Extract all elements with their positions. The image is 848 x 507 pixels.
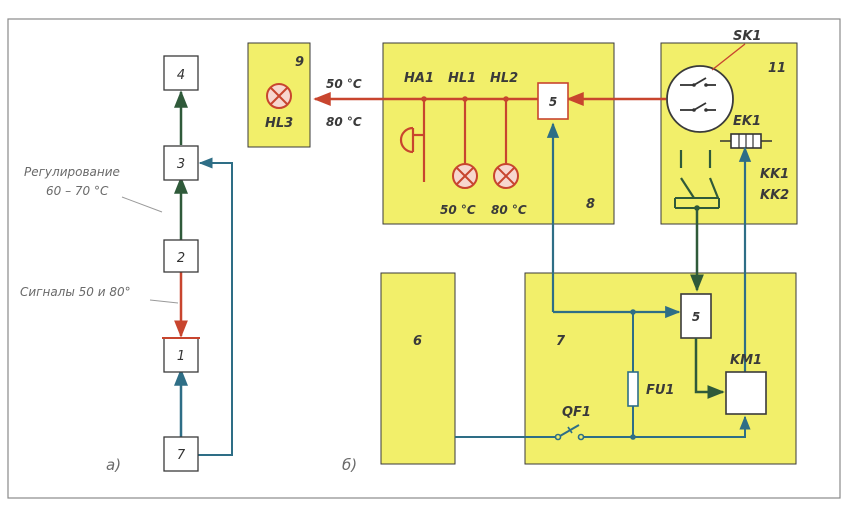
qf1-label: QF1 bbox=[562, 405, 591, 420]
panel-6-number: 6 bbox=[413, 334, 422, 349]
bell-ha1-icon bbox=[399, 99, 426, 182]
fu1-label: FU1 bbox=[646, 383, 674, 398]
block-7-label: 7 bbox=[177, 448, 186, 463]
caption-a: а) bbox=[106, 456, 121, 474]
note-regulation-line1: Регулирование bbox=[24, 165, 120, 179]
block-4-label: 4 bbox=[177, 68, 185, 83]
kk1-label: KK1 bbox=[760, 167, 789, 182]
panel-8-block-5 bbox=[537, 82, 569, 120]
temp-80-label: 80 °С bbox=[326, 115, 362, 129]
block-2 bbox=[163, 239, 199, 273]
block-1-label: 1 bbox=[177, 349, 185, 364]
hl2-label: HL2 bbox=[490, 71, 518, 86]
sk1-label: SK1 bbox=[733, 29, 761, 44]
lamp-temp-80-label: 80 °С bbox=[491, 203, 527, 217]
caption-b: б) bbox=[342, 456, 357, 474]
block-3 bbox=[163, 145, 199, 181]
block-5-to-km1-line bbox=[694, 338, 725, 399]
panel-8-number: 8 bbox=[586, 197, 595, 212]
note-signals: Сигналы 50 и 80° bbox=[20, 285, 131, 299]
panel-8-block-5-label: 5 bbox=[549, 95, 557, 109]
ek1-label: EK1 bbox=[733, 114, 761, 129]
note-regulation-leader bbox=[121, 196, 163, 213]
panel-7-block-5-label: 5 bbox=[692, 310, 700, 324]
lamp-hl2-icon bbox=[493, 163, 519, 189]
panel-8 bbox=[382, 42, 615, 225]
contactor-km1 bbox=[725, 371, 767, 415]
temp-50-label: 50 °С bbox=[326, 77, 362, 91]
feedback-7-to-3 bbox=[197, 157, 233, 456]
circuit-breaker-qf1-icon bbox=[554, 424, 585, 441]
panel-11-number: 11 bbox=[768, 61, 786, 76]
note-signals-leader bbox=[149, 299, 179, 304]
diagram-a: 4 3 2 1 7 Регулирование 60 – 70 °С Сигна… bbox=[20, 55, 233, 474]
block-7 bbox=[163, 436, 199, 472]
ha1-label: HA1 bbox=[404, 71, 434, 86]
temperature-sensor-sk1-icon bbox=[666, 43, 746, 133]
hl1-label: HL1 bbox=[448, 71, 476, 86]
diagram-b: 9 8 11 6 7 HL3 50 °С 80 °С HA1 HL1 HL2 bbox=[247, 29, 798, 474]
supply-line-to-km1 bbox=[583, 415, 751, 438]
outer-frame bbox=[7, 18, 841, 499]
panel-7 bbox=[524, 272, 797, 465]
note-regulation-line2: 60 – 70 °С bbox=[46, 184, 109, 198]
lamp-hl3-icon bbox=[266, 83, 292, 109]
km1-label: KM1 bbox=[730, 353, 762, 368]
panel-6 bbox=[380, 272, 456, 465]
fuse-fu1-icon bbox=[627, 371, 639, 407]
hl3-label: HL3 bbox=[265, 116, 293, 131]
lamp-temp-50-label: 50 °С bbox=[440, 203, 476, 217]
lamp-hl1-icon bbox=[452, 163, 478, 189]
block-3-label: 3 bbox=[177, 157, 185, 172]
panel-9-number: 9 bbox=[295, 55, 304, 70]
block-4 bbox=[163, 55, 199, 91]
block-1 bbox=[163, 337, 199, 373]
block-2-label: 2 bbox=[177, 251, 185, 266]
panel-7-number: 7 bbox=[556, 334, 566, 349]
kk2-label: KK2 bbox=[760, 188, 789, 203]
